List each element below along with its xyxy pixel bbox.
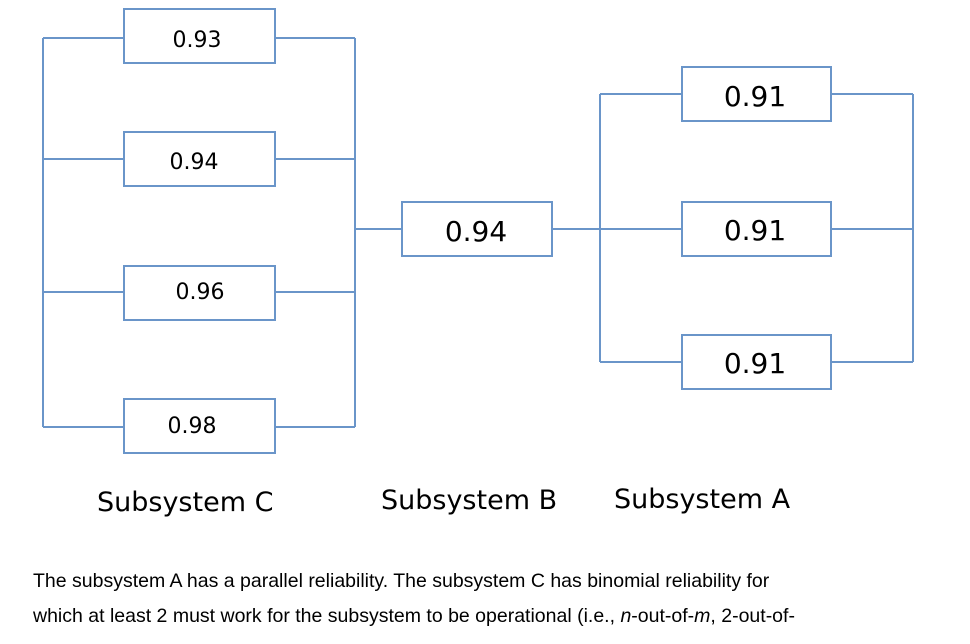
subsystem-a-label: Subsystem A bbox=[614, 484, 791, 515]
component-c1: 0.93 bbox=[123, 8, 276, 64]
subsystem-c-label: Subsystem C bbox=[97, 487, 274, 518]
svg-text:0.91: 0.91 bbox=[724, 347, 786, 380]
component-a3: 0.91 bbox=[681, 334, 832, 390]
text-italic-m: m bbox=[694, 605, 711, 627]
subsystem-c-wiring bbox=[42, 37, 356, 428]
description-line-2: which at least 2 must work for the subsy… bbox=[33, 605, 795, 628]
svg-text:0.94: 0.94 bbox=[445, 215, 507, 248]
component-a2: 0.91 bbox=[681, 201, 832, 257]
subsystem-a-wiring bbox=[599, 93, 914, 363]
text: which at least 2 must work for the subsy… bbox=[33, 605, 621, 627]
component-b1: 0.94 bbox=[401, 201, 553, 257]
svg-text:0.98: 0.98 bbox=[168, 414, 217, 439]
text: -out-of- bbox=[631, 605, 695, 627]
component-c4: 0.98 bbox=[123, 398, 276, 454]
component-a1: 0.91 bbox=[681, 66, 832, 122]
svg-text:0.91: 0.91 bbox=[724, 80, 786, 113]
description-line-1: The subsystem A has a parallel reliabili… bbox=[33, 570, 770, 592]
component-c3: 0.96 bbox=[123, 265, 276, 321]
component-c2: 0.94 bbox=[123, 131, 276, 187]
svg-text:0.94: 0.94 bbox=[170, 150, 219, 175]
text-italic-n: n bbox=[620, 605, 632, 627]
text: , 2-out-of- bbox=[710, 605, 795, 627]
subsystem-b-label: Subsystem B bbox=[381, 485, 558, 516]
svg-text:0.91: 0.91 bbox=[724, 214, 786, 247]
svg-text:0.93: 0.93 bbox=[173, 28, 222, 53]
svg-text:0.96: 0.96 bbox=[176, 280, 225, 305]
